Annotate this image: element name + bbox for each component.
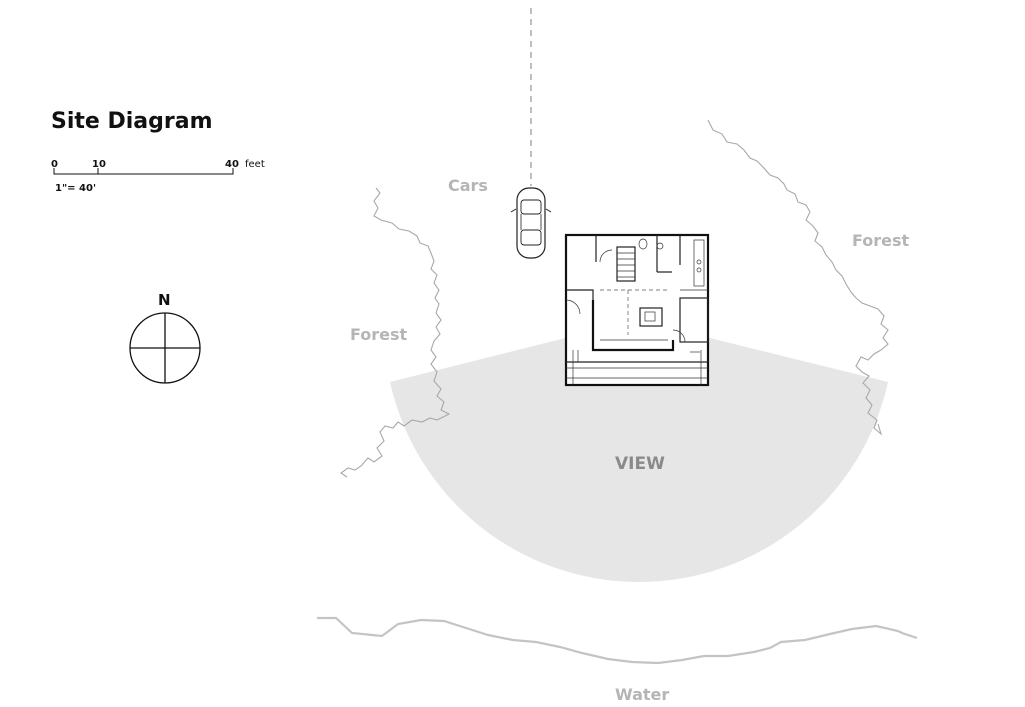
label-cars: Cars: [448, 176, 488, 195]
compass-icon: N: [129, 291, 201, 384]
scale-tick-10: 10: [92, 159, 106, 170]
scale-tick-0: 0: [51, 159, 58, 170]
page-title: Site Diagram: [51, 109, 213, 134]
house-floor-plan: [564, 233, 710, 387]
label-water: Water: [615, 685, 669, 704]
label-view: VIEW: [615, 454, 665, 474]
north-label: N: [158, 291, 171, 309]
scale-unit: feet: [245, 159, 265, 170]
tree-line-right: [707, 119, 889, 436]
label-forest-right: Forest: [852, 231, 910, 250]
label-forest-left: Forest: [350, 325, 408, 344]
scale-tick-40: 40: [225, 159, 239, 170]
scale-ratio: 1"= 40': [55, 183, 96, 194]
scale-bar: 0 10 40 feet 1"= 40': [51, 159, 265, 194]
car-icon: [510, 187, 552, 259]
view-cone: [390, 320, 888, 583]
tree-line-left: [340, 187, 451, 478]
shoreline: [317, 616, 918, 665]
